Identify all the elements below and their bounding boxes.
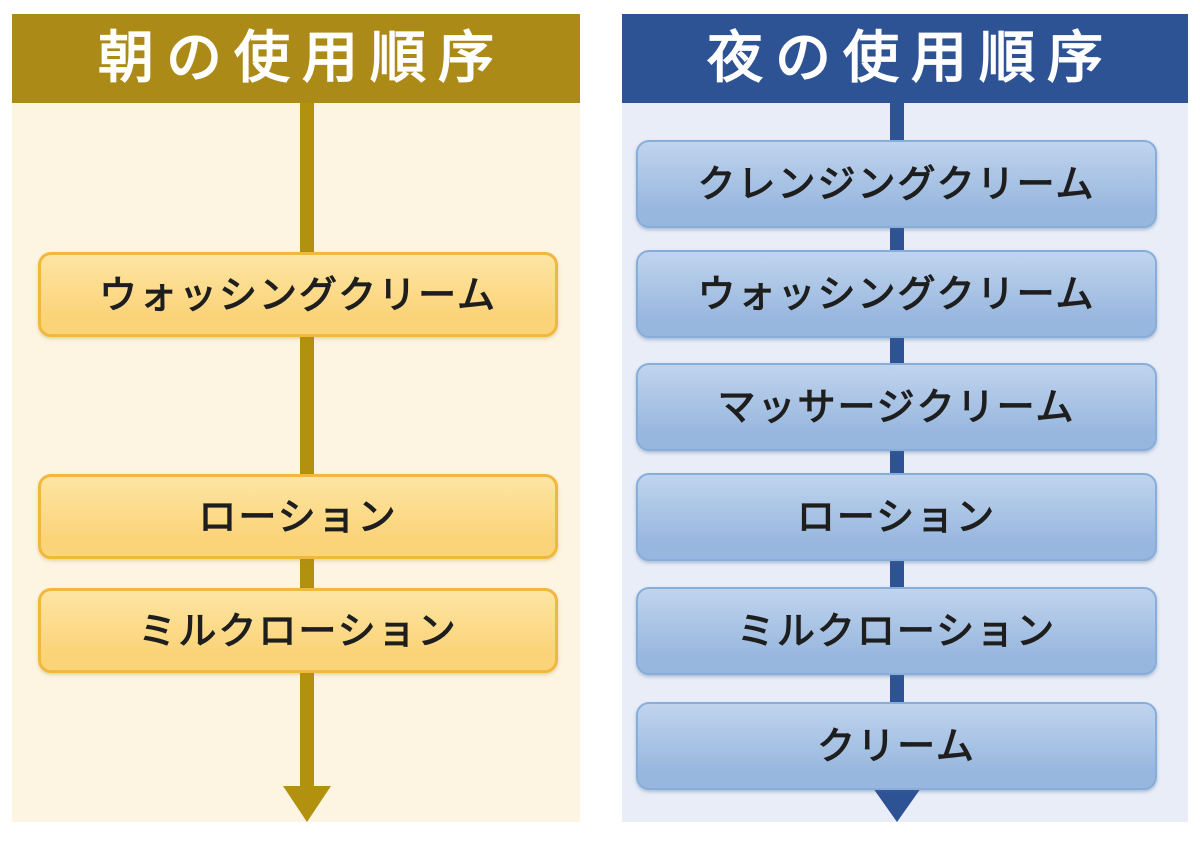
night-panel: 夜の使用順序 クレンジングクリーム ウォッシングクリーム マッサージクリーム ロ… xyxy=(622,14,1188,822)
morning-panel-title: 朝の使用順序 xyxy=(98,25,506,91)
morning-step-box-2: ローション xyxy=(38,474,558,559)
step-label: ローション xyxy=(796,495,997,539)
night-down-arrow-icon xyxy=(873,788,921,822)
step-label: ミルクローション xyxy=(736,609,1057,653)
night-step-box-1: クレンジングクリーム xyxy=(636,140,1157,228)
morning-panel: 朝の使用順序 ウォッシングクリーム ローション ミルクローション xyxy=(12,14,580,822)
step-label: ウォッシングクリーム xyxy=(697,272,1096,316)
step-label: クレンジングクリーム xyxy=(697,162,1096,206)
morning-panel-header: 朝の使用順序 xyxy=(12,14,580,103)
night-step-box-2: ウォッシングクリーム xyxy=(636,250,1157,338)
night-step-box-4: ローション xyxy=(636,473,1157,561)
morning-down-arrow-icon xyxy=(283,786,331,822)
night-step-box-6: クリーム xyxy=(636,702,1157,790)
night-step-box-3: マッサージクリーム xyxy=(636,363,1157,451)
morning-panel-body xyxy=(12,103,580,822)
step-label: ミルクローション xyxy=(138,608,458,653)
step-label: ウォッシングクリーム xyxy=(98,272,498,317)
step-label: ローション xyxy=(198,494,398,539)
morning-step-box-3: ミルクローション xyxy=(38,588,558,673)
step-label: クリーム xyxy=(817,724,976,768)
morning-flow-line xyxy=(300,103,314,786)
morning-step-box-1: ウォッシングクリーム xyxy=(38,252,558,337)
night-panel-header: 夜の使用順序 xyxy=(622,14,1188,103)
night-panel-title: 夜の使用順序 xyxy=(707,25,1115,91)
step-label: マッサージクリーム xyxy=(717,385,1076,429)
night-step-box-5: ミルクローション xyxy=(636,587,1157,675)
